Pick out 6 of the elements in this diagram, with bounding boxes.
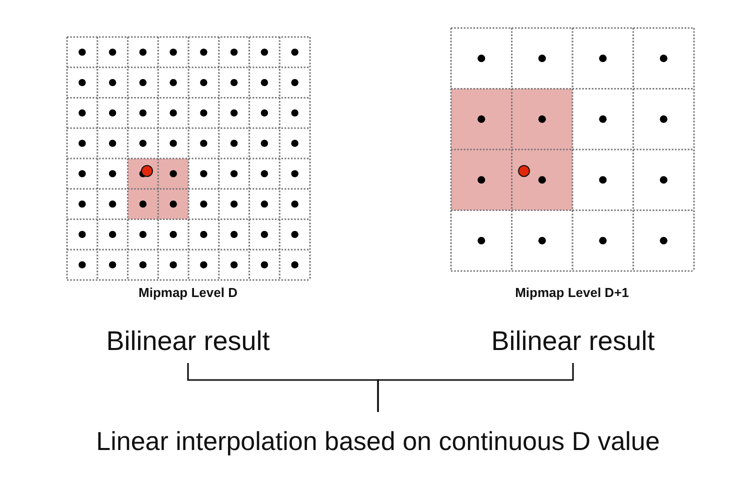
text-label: Linear interpolation based on continuous D value xyxy=(40,422,716,460)
grid-caption: Mipmap Level D xyxy=(138,285,238,300)
grid-caption: Mipmap Level D+1 xyxy=(515,285,629,300)
text-label: Bilinear result xyxy=(92,322,284,360)
text-label: Bilinear result xyxy=(477,322,669,360)
bracket-connector xyxy=(377,363,574,412)
